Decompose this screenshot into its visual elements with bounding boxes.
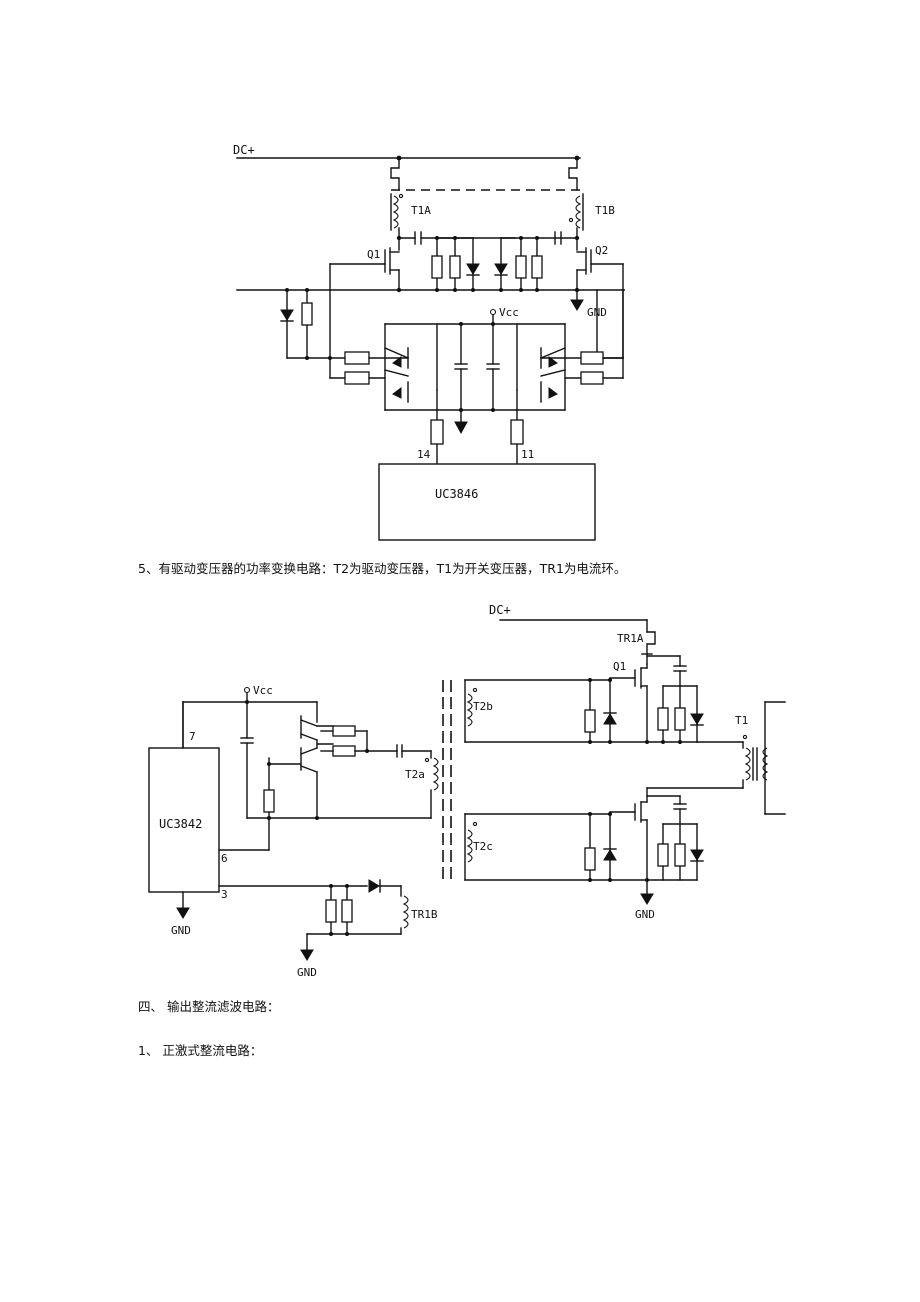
label-pin-11: 11 — [521, 448, 534, 461]
label-pin-3: 3 — [221, 888, 228, 901]
label-ic-uc3846: UC3846 — [435, 487, 478, 501]
label-t2a: T2a — [405, 768, 425, 781]
push-pull-schematic: DC+ T1A T1B Q1 Q2 Vcc GND 14 11 UC3846 — [233, 143, 625, 541]
label-t1: T1 — [735, 714, 748, 727]
label-pin-6: 6 — [221, 852, 228, 865]
label-gnd-ic: GND — [171, 924, 191, 937]
label-tr1a: TR1A — [617, 632, 644, 645]
drive-transformer-schematic: DC+ TR1A Q1 Vcc T2b T2a T2c T1 7 6 3 UC3… — [148, 603, 786, 979]
caption-section-four: 四、 输出整流滤波电路： — [138, 999, 280, 1014]
label-pin-7: 7 — [189, 730, 196, 743]
drive-transformer-circuit-diagram: DC+ TR1A Q1 Vcc T2b T2a T2c T1 7 6 3 UC3… — [135, 598, 795, 986]
label-dc-plus: DC+ — [489, 603, 511, 617]
caption-forward-rectifier: 1、 正激式整流电路： — [138, 1043, 263, 1058]
caption-drive-transformer-circuit: 5、有驱动变压器的功率变换电路：T2为驱动变压器，T1为开关变压器，TR1为电流… — [138, 561, 627, 576]
label-tr1b: TR1B — [411, 908, 438, 921]
label-t2b: T2b — [473, 700, 493, 713]
label-q1: Q1 — [613, 660, 626, 673]
label-gnd-sense: GND — [297, 966, 317, 979]
label-vcc: Vcc — [499, 306, 519, 319]
label-gnd: GND — [587, 306, 607, 319]
label-t1b: T1B — [595, 204, 615, 217]
label-dc-plus: DC+ — [233, 143, 255, 157]
label-gnd-fet: GND — [635, 908, 655, 921]
label-ic-uc3842: UC3842 — [159, 817, 202, 831]
label-q2: Q2 — [595, 244, 608, 257]
label-t2c: T2c — [473, 840, 493, 853]
label-t1a: T1A — [411, 204, 431, 217]
label-pin-14: 14 — [417, 448, 431, 461]
label-vcc: Vcc — [253, 684, 273, 697]
label-q1: Q1 — [367, 248, 380, 261]
push-pull-circuit-diagram: DC+ T1A T1B Q1 Q2 Vcc GND 14 11 UC3846 — [225, 138, 625, 548]
